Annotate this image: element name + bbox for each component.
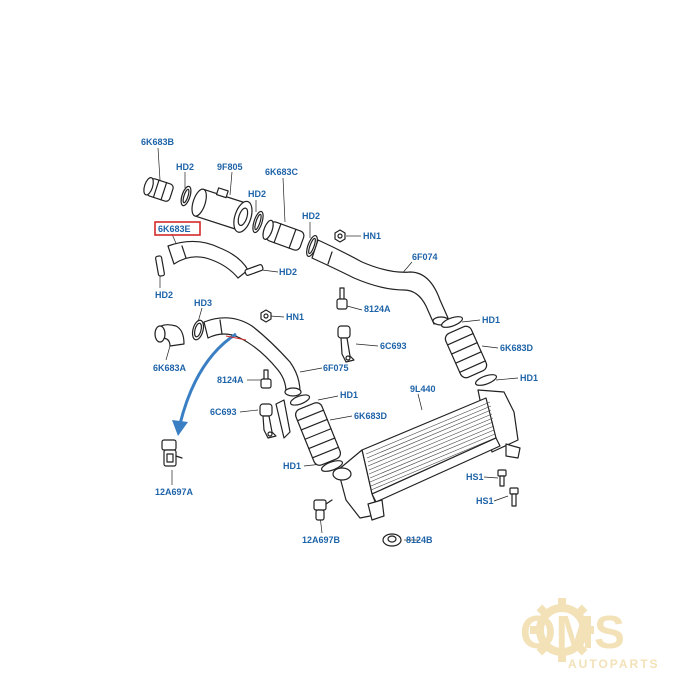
housing-9f805 <box>191 187 253 233</box>
upper-intake-assembly <box>143 177 450 363</box>
nut-hn1-a <box>334 229 346 243</box>
label-hd2-e: HD2 <box>279 267 297 277</box>
label-hd2-c: HD2 <box>302 211 320 221</box>
stud-8124a-a <box>336 287 348 310</box>
grommet-8124b <box>382 533 402 547</box>
bolt-hs1-a <box>497 469 507 487</box>
watermark-subtitle: AUTOPARTS <box>568 657 660 671</box>
lower-left-assembly <box>154 309 344 472</box>
core-fins <box>365 401 496 491</box>
label-9l440: 9L440 <box>410 384 436 394</box>
label-hd1-b: HD1 <box>340 390 358 400</box>
label-hd3: HD3 <box>194 298 212 308</box>
label-6k683c: 6K683C <box>265 167 299 177</box>
gear-icon <box>530 598 594 662</box>
label-6k683d-a: 6K683D <box>500 343 534 353</box>
label-hs1-b: HS1 <box>476 496 494 506</box>
clamp-hd2-d <box>155 255 165 277</box>
clamp-hd2-a <box>180 185 192 207</box>
label-hd2-b: HD2 <box>248 189 266 199</box>
bracket-6c693-a <box>337 325 355 363</box>
label-8124a-b: 8124A <box>217 375 244 385</box>
bolt-hs1-b <box>509 487 519 507</box>
stud-8124a-b <box>260 369 272 389</box>
label-6k683a: 6K683A <box>153 363 187 373</box>
pipe-6f075 <box>203 317 302 397</box>
label-hn1-a: HN1 <box>363 231 381 241</box>
label-hn1-b: HN1 <box>286 312 304 322</box>
bellows-6k683d-b <box>294 402 342 466</box>
label-6f074: 6F074 <box>412 252 438 262</box>
bracket-6c693-b <box>259 403 277 439</box>
label-6c693-a: 6C693 <box>380 341 407 351</box>
watermark-title: OMS <box>520 606 625 658</box>
elbow-6k683a <box>154 324 185 347</box>
label-6k683e: 6K683E <box>158 224 191 234</box>
label-9f805: 9F805 <box>217 162 243 172</box>
label-hd2-a: HD2 <box>176 162 194 172</box>
sensor-12a697b <box>313 499 333 521</box>
label-6k683d-b: 6K683D <box>354 411 388 421</box>
label-hs1-a: HS1 <box>466 472 484 482</box>
label-6k683b: 6K683B <box>141 137 175 147</box>
part-labels: 6K683B HD2 9F805 6K683C HD2 HD2 6K683E H… <box>141 137 538 545</box>
label-hd2-d: HD2 <box>155 290 173 300</box>
label-hd1-a: HD1 <box>482 315 500 325</box>
hose-6k683c <box>262 219 305 251</box>
label-hd1-d: HD1 <box>520 373 538 383</box>
direction-arrow <box>172 332 247 436</box>
clamp-hd1-c <box>320 460 344 472</box>
intercooler-9l440 <box>332 389 521 521</box>
clamp-hd1-b <box>289 394 311 406</box>
clamp-hd2-e <box>244 264 264 276</box>
short-hose-6k683b <box>143 177 174 202</box>
bellows-6k683d-a <box>444 325 488 379</box>
label-12a697b: 12A697B <box>302 535 341 545</box>
watermark-logo: OMS AUTOPARTS <box>520 598 660 671</box>
sensor-12a697a <box>161 439 183 467</box>
clamp-hd1-a <box>440 316 464 328</box>
clamp-hd2-b <box>252 210 264 234</box>
label-8124b: 8124B <box>406 535 433 545</box>
label-6c693-b: 6C693 <box>210 407 237 417</box>
clamp-hd3 <box>191 319 205 341</box>
hose-6k683e <box>167 240 249 279</box>
highlight-box-6k683e <box>154 221 201 236</box>
label-8124a-a: 8124A <box>364 304 391 314</box>
label-hd1-c: HD1 <box>283 461 301 471</box>
intercooler-assembly <box>313 316 521 547</box>
nut-hn1-b <box>260 309 272 323</box>
clamp-hd1-d <box>474 374 498 386</box>
label-12a697a: 12A697A <box>155 487 194 497</box>
label-6f075: 6F075 <box>323 363 349 373</box>
pipe-bracket <box>275 399 291 439</box>
